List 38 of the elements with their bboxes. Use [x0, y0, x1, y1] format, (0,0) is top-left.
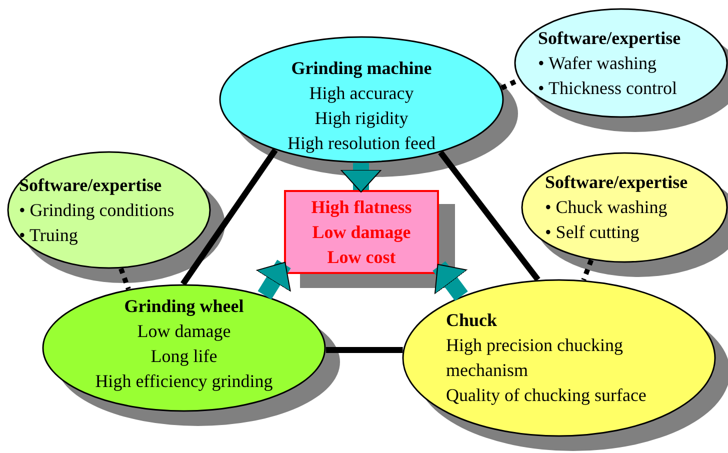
node-text: • Chuck washing: [545, 196, 668, 219]
connector-line: [438, 150, 540, 282]
node-heading: Chuck: [446, 309, 498, 332]
node-text: Quality of chucking surface: [446, 384, 646, 407]
connector-line: [180, 148, 278, 286]
node-text: High accuracy: [309, 82, 414, 105]
ellipse-node: [402, 279, 716, 437]
ellipse-node: [514, 8, 728, 118]
dotted-connector: [581, 259, 594, 281]
node-text: High resolution feed: [288, 132, 436, 155]
node-heading: Software/expertise: [19, 174, 162, 197]
node-text: Low damage: [137, 320, 231, 343]
node-text: High precision chucking mechanism: [446, 334, 624, 382]
ellipse-node: [521, 152, 728, 263]
node-text: High flatness: [311, 196, 412, 219]
node-text: Long life: [150, 345, 218, 368]
node-text: • Wafer washing: [538, 52, 656, 75]
node-heading: Software/expertise: [545, 171, 688, 194]
connector-line: [326, 347, 403, 354]
node-heading: Grinding machine: [291, 56, 432, 80]
node-text: High efficiency grinding: [95, 370, 273, 393]
node-text: • Grinding conditions: [19, 198, 174, 222]
block-arrow: [256, 260, 291, 300]
block-arrow: [432, 261, 468, 301]
node-heading: Grinding wheel: [124, 295, 244, 318]
dotted-connector: [118, 268, 131, 290]
node-text: • Self cutting: [545, 221, 640, 244]
ellipse-node: [219, 36, 504, 163]
block-arrow: [340, 163, 382, 192]
node-text: • Truing: [19, 224, 78, 247]
ellipse-node: [7, 151, 211, 269]
node-text: • Thickness control: [538, 76, 677, 100]
node-heading: Software/expertise: [538, 26, 681, 50]
node-text: High rigidity: [314, 106, 408, 130]
result-box: [284, 190, 439, 274]
node-text: Low damage: [312, 220, 411, 244]
ellipse-node: [42, 284, 326, 412]
node-text: Low cost: [327, 246, 396, 268]
